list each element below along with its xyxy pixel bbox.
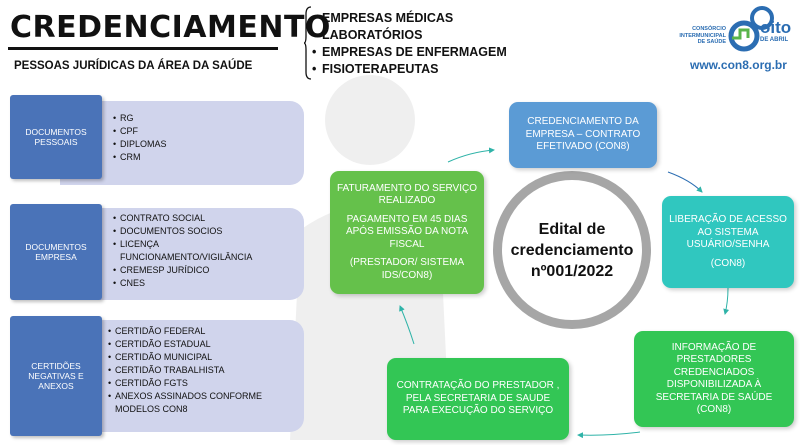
list-item: CRM [113,151,167,164]
arrow-faturamento-to-credenciamento [447,147,495,163]
title-underline [8,47,278,50]
section-label-company: DOCUMENTOS EMPRESA [10,204,102,300]
list-item: RG [113,112,167,125]
page-subtitle: PESSOAS JURÍDICAS DA ÁREA DA SAÚDE [14,60,253,72]
list-item: CONTRATO SOCIAL [113,212,283,225]
list-item: CPF [113,125,167,138]
brace-icon [304,6,312,80]
list-item: CERTIDÃO ESTADUAL [108,338,293,351]
provider-types-list: EMPRESAS MÉDICAS LABORATÓRIOS EMPRESAS D… [312,10,507,78]
step-faturamento: FATURAMENTO DO SERVIÇO REALIZADO PAGAMEN… [330,171,484,294]
list-item: DOCUMENTOS SOCIOS [113,225,283,238]
list-item: CERTIDÃO FGTS [108,377,293,390]
provider-type: FISIOTERAPEUTAS [312,61,507,78]
logo-brand: oito [760,18,792,37]
arrow-informacao-to-contratacao [577,431,641,439]
logo-org-text: CONSÓRCIO INTERMUNICIPAL DE SAÚDE [679,26,726,45]
provider-type: EMPRESAS DE ENFERMAGEM [312,44,507,61]
step-liberacao: LIBERAÇÃO DE ACESSO AO SISTEMA USUÁRIO/S… [662,196,794,288]
section-list-personal: RG CPF DIPLOMAS CRM [113,112,167,164]
step-contratacao: CONTRATAÇÃO DO PRESTADOR , PELA SECRETAR… [387,358,569,440]
step-informacao: INFORMAÇÃO DE PRESTADORES CREDENCIADOS D… [634,331,794,427]
arrow-credenciamento-to-liberacao [667,171,703,193]
list-item: CERTIDÃO TRABALHISTA [108,364,293,377]
arrow-liberacao-to-informacao [723,287,730,315]
list-item: ANEXOS ASSINADOS CONFORME MODELOS CON8 [108,390,293,416]
page-title: CREDENCIAMENTO [10,10,331,45]
list-item: CNES [113,277,283,290]
section-label-certificates: CERTIDÕES NEGATIVAS E ANEXOS [10,316,102,436]
step-credenciamento: CREDENCIAMENTO DA EMPRESA – CONTRATO EFE… [509,102,657,168]
list-item: LICENÇA FUNCIONAMENTO/VIGILÂNCIA [113,238,283,264]
provider-type: LABORATÓRIOS [312,27,507,44]
logo-brand-sub: DE ABRIL [760,37,789,43]
list-item: CERTIDÃO MUNICIPAL [108,351,293,364]
list-item: CREMESP JURÍDICO [113,264,283,277]
arrow-contratacao-to-faturamento [399,305,415,345]
center-edital: Edital de credenciamento nº001/2022 [493,171,651,329]
website-link[interactable]: www.con8.org.br [690,58,787,72]
provider-type: EMPRESAS MÉDICAS [312,10,507,27]
logo-icon [728,6,774,52]
list-item: CERTIDÃO FEDERAL [108,325,293,338]
section-list-certificates: CERTIDÃO FEDERAL CERTIDÃO ESTADUAL CERTI… [108,325,293,416]
section-list-company: CONTRATO SOCIAL DOCUMENTOS SOCIOS LICENÇ… [113,212,283,290]
section-label-personal: DOCUMENTOS PESSOAIS [10,95,102,179]
list-item: DIPLOMAS [113,138,167,151]
